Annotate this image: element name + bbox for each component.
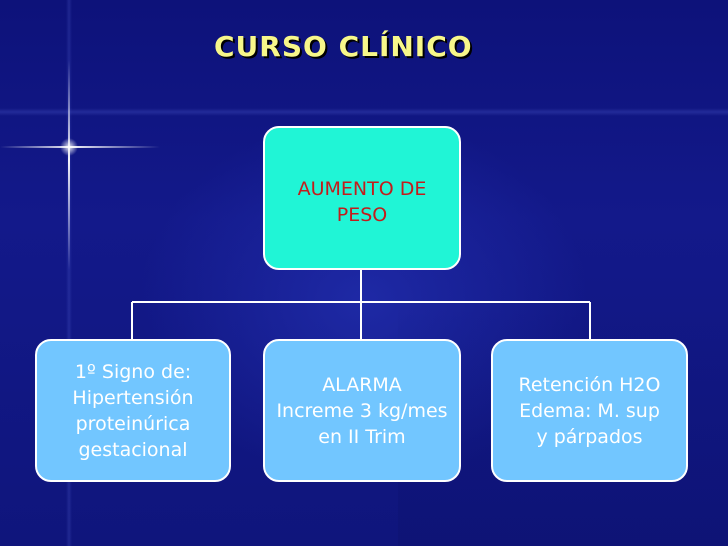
child-node-label: 1º Signo de: Hipertensión proteinúrica g… [72,360,194,461]
child-node-alarma: ALARMA Increme 3 kg/mes en II Trim [263,339,461,482]
root-node-aumento-de-peso: AUMENTO DE PESO [263,126,461,270]
child-node-label: Retención H2O Edema: M. sup y párpados [518,373,661,448]
child-node-retencion: Retención H2O Edema: M. sup y párpados [491,339,688,482]
slide-title: CURSO CLÍNICO [214,30,473,63]
decorative-horizontal-band [0,108,728,116]
sparkle-icon [0,60,160,270]
child-node-signo: 1º Signo de: Hipertensión proteinúrica g… [35,339,231,482]
child-node-label: ALARMA Increme 3 kg/mes en II Trim [276,373,448,448]
root-node-label: AUMENTO DE PESO [297,178,427,226]
decorative-vertical-band [66,0,72,546]
